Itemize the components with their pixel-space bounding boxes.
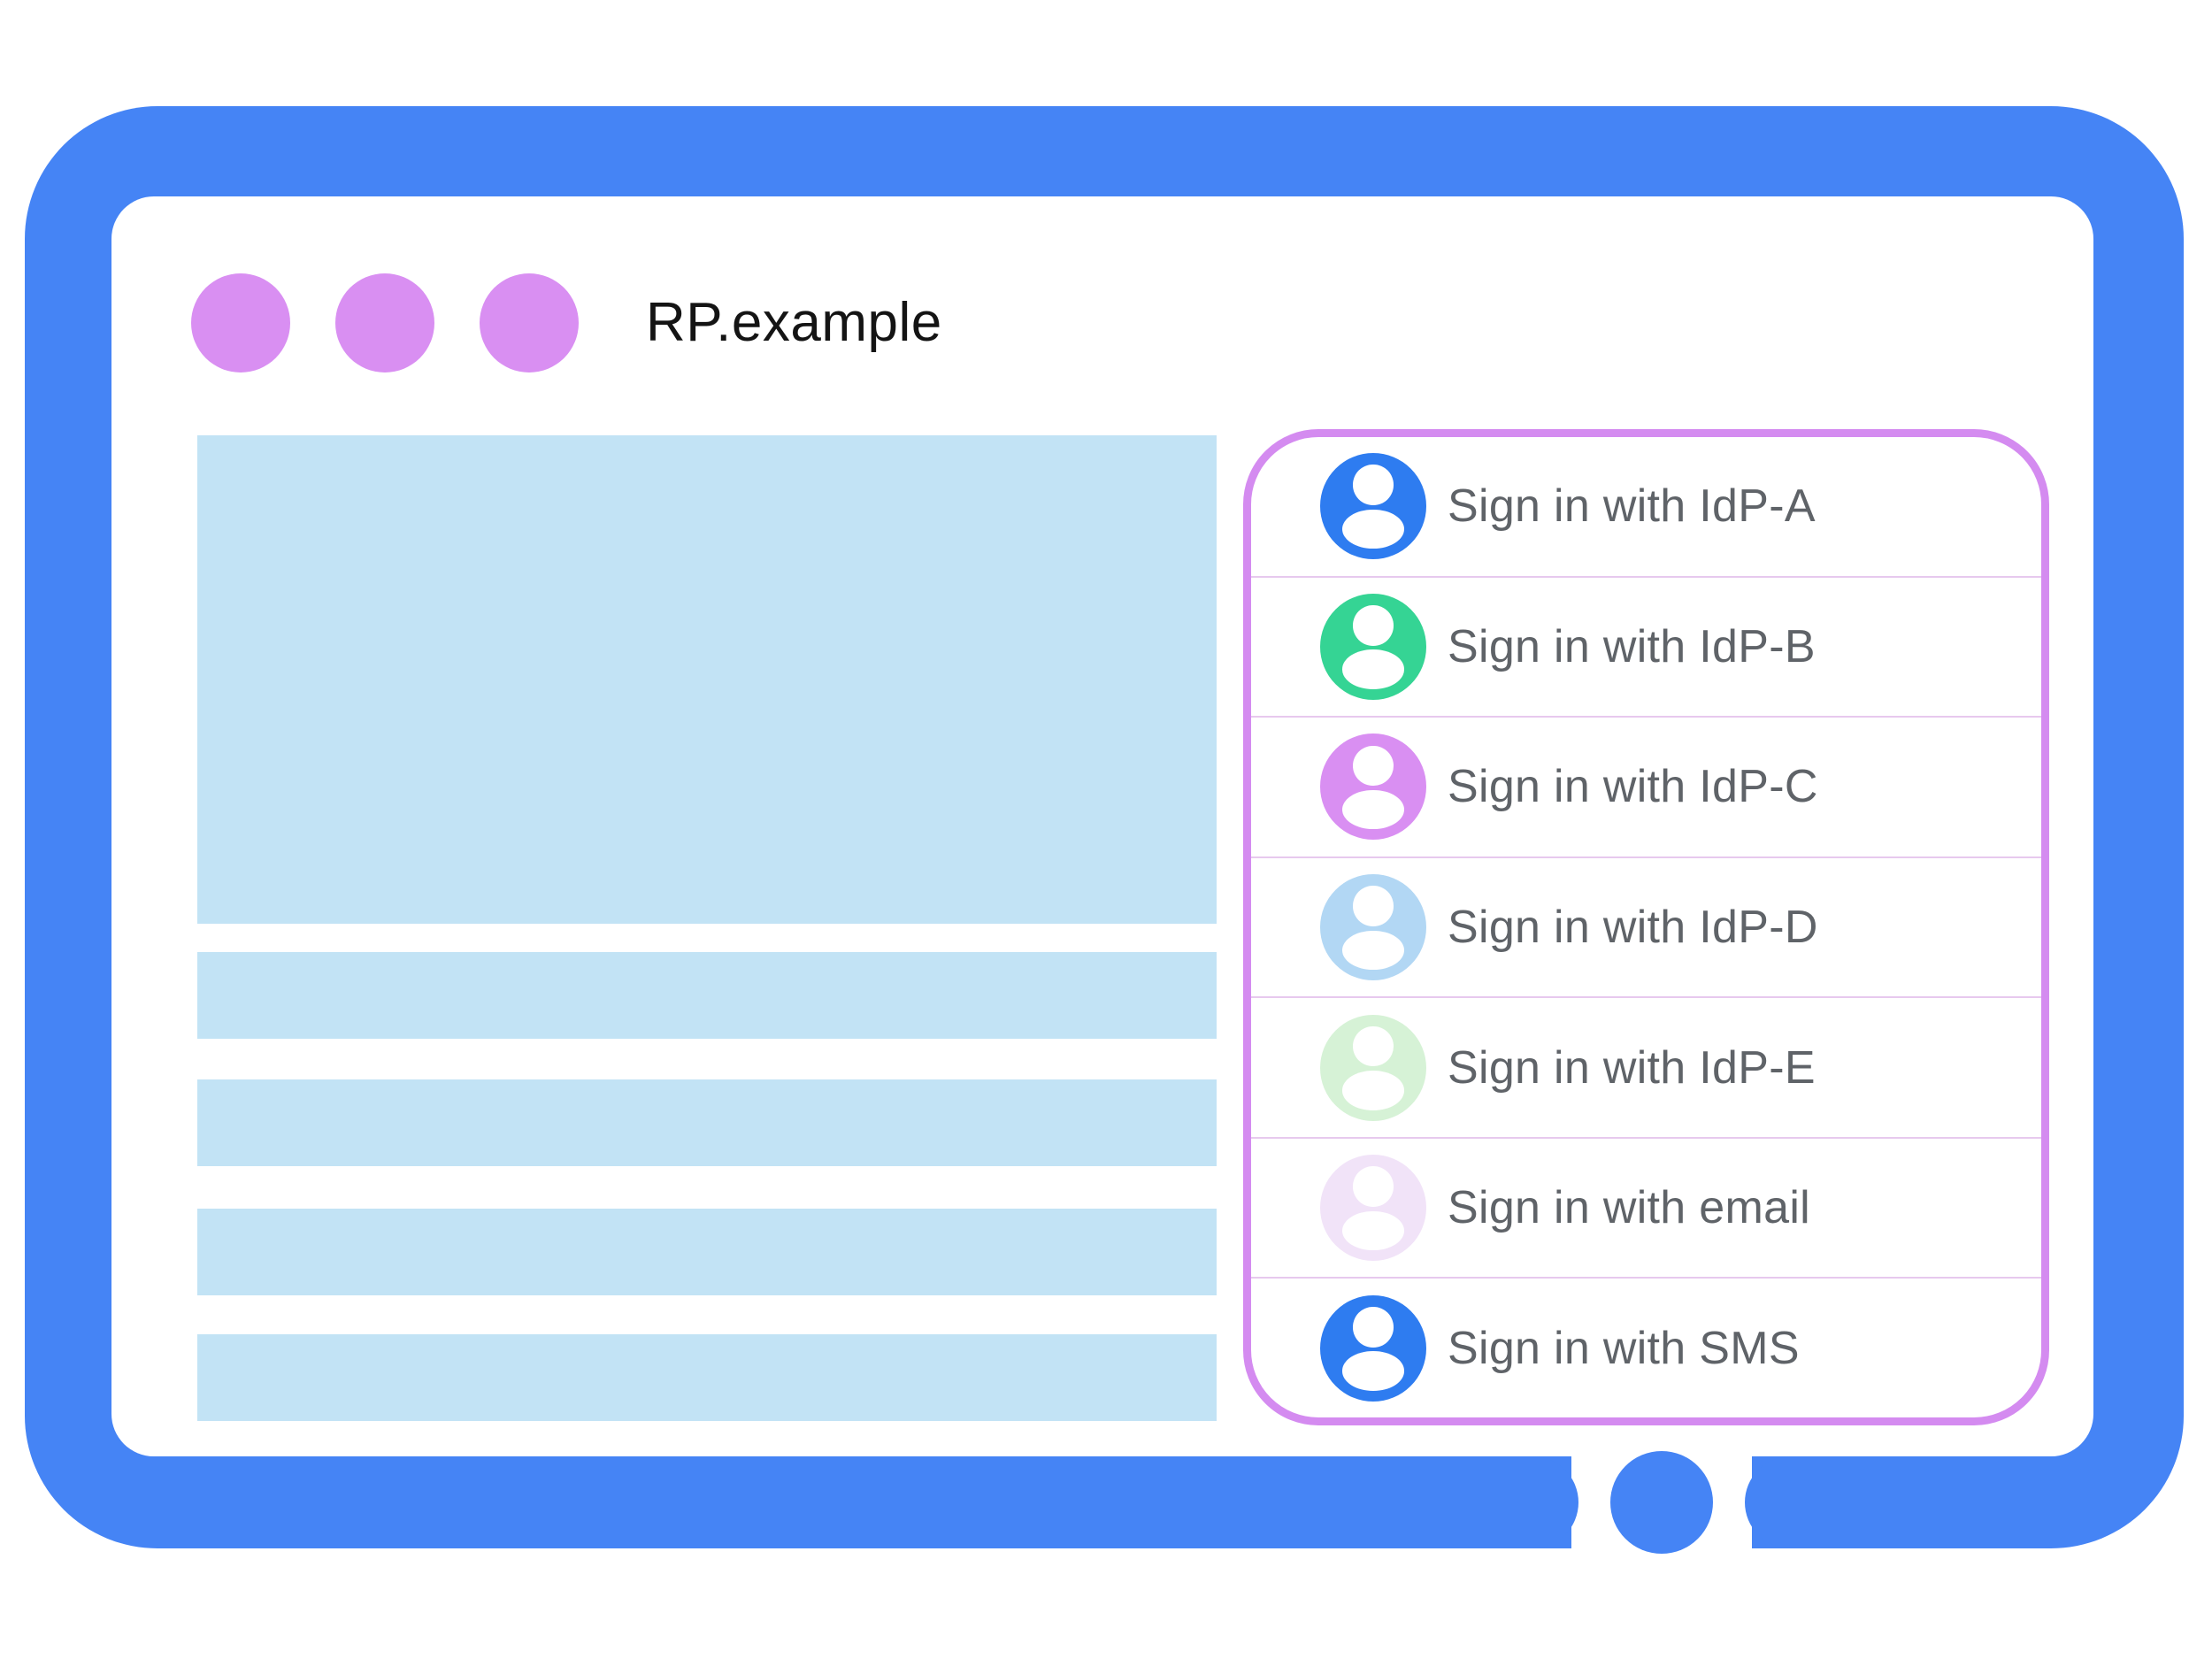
signin-option-label: Sign in with email [1448,1182,1811,1234]
person-icon [1320,1014,1426,1121]
signin-option-idp-a[interactable]: Sign in with IdP-A [1251,437,2041,576]
signin-option-idp-e[interactable]: Sign in with IdP-E [1251,996,2041,1137]
window-control-dot-2[interactable] [335,273,434,373]
signin-option-label: Sign in with IdP-B [1448,620,1816,672]
content-placeholder-line-2 [197,1079,1217,1166]
signin-panel: Sign in with IdP-A Sign in with IdP-B Si… [1243,429,2049,1425]
signin-option-label: Sign in with SMS [1448,1322,1800,1374]
person-icon [1320,1294,1426,1402]
signin-option-label: Sign in with IdP-D [1448,902,1818,954]
content-placeholder-line-4 [197,1334,1217,1421]
content-placeholder-line-3 [197,1209,1217,1295]
signin-option-sms[interactable]: Sign in with SMS [1251,1277,2041,1417]
person-icon [1320,1155,1426,1262]
content-placeholder-line-1 [197,952,1217,1039]
person-icon [1320,453,1426,560]
signin-option-idp-c[interactable]: Sign in with IdP-C [1251,716,2041,856]
content-placeholder-hero [197,435,1217,924]
frame-bottom-cap-right [1745,1456,1819,1548]
frame-bottom-cap-left [1504,1456,1578,1548]
signin-option-label: Sign in with IdP-C [1448,761,1818,813]
person-icon [1320,593,1426,700]
signin-option-idp-d[interactable]: Sign in with IdP-D [1251,856,2041,997]
window-control-dot-3[interactable] [480,273,579,373]
person-icon [1320,874,1426,981]
person-icon [1320,733,1426,841]
signin-option-idp-b[interactable]: Sign in with IdP-B [1251,575,2041,717]
signin-option-label: Sign in with IdP-E [1448,1041,1816,1094]
home-button[interactable] [1610,1451,1713,1554]
signin-option-email[interactable]: Sign in with email [1251,1136,2041,1278]
signin-option-label: Sign in with IdP-A [1448,480,1816,533]
page-title: RP.example [646,292,942,353]
window-control-dot-1[interactable] [191,273,290,373]
